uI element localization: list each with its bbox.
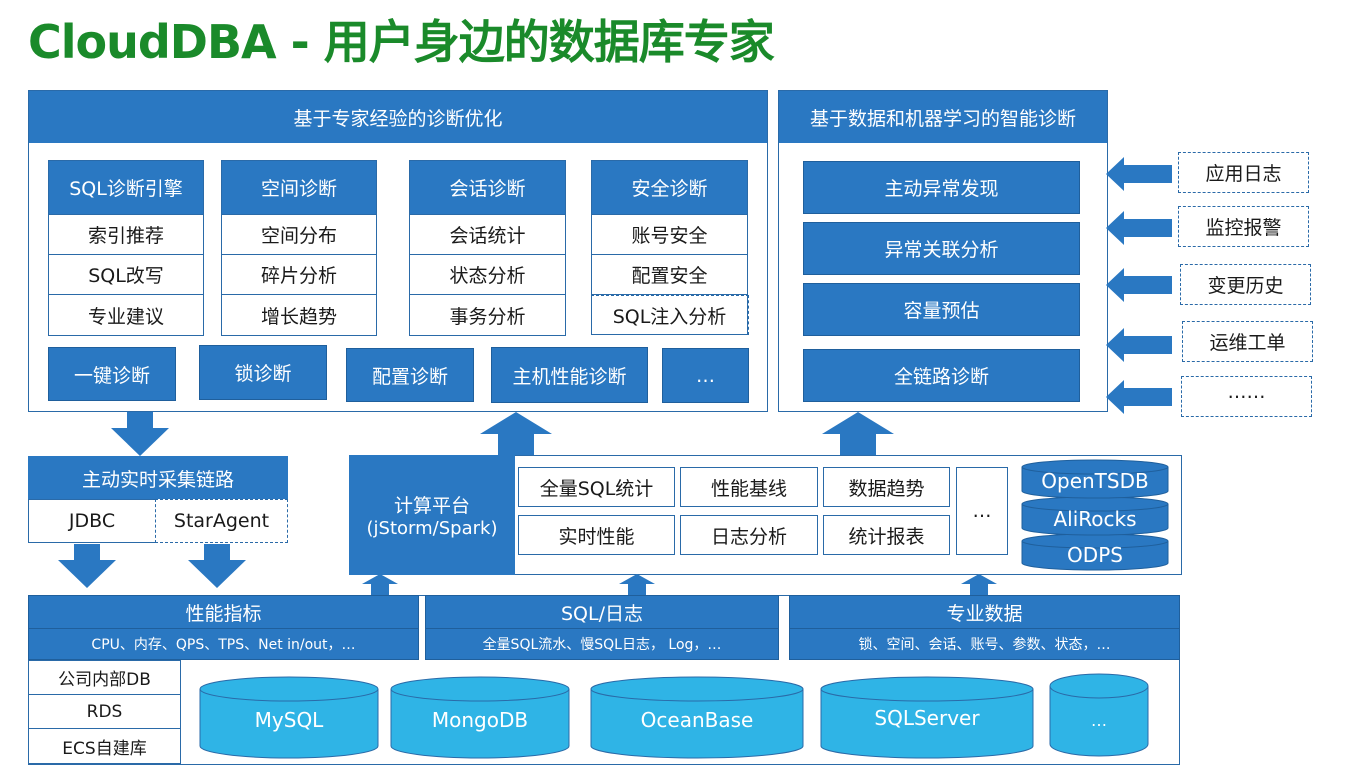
ml-item-anomaly-correlation[interactable]: 异常关联分析	[803, 222, 1080, 275]
diag-item[interactable]: 配置安全	[592, 255, 747, 295]
input-source-change-history[interactable]: 变更历史	[1180, 264, 1311, 305]
arrow-down-icon	[58, 544, 116, 588]
diag-item[interactable]: 增长趋势	[260, 305, 337, 328]
storage-label: OpenTSDB	[1041, 469, 1149, 493]
arrow-left-icon	[1106, 380, 1172, 414]
data-category-subtitle: 锁、空间、会话、账号、参数、状态，…	[858, 637, 1111, 653]
one-click-diagnosis-button[interactable]: 一键诊断	[48, 347, 176, 401]
storage-cylinder-odps-icon	[1021, 533, 1169, 571]
database-cylinder-oceanbase-icon	[590, 676, 804, 759]
compute-item[interactable]: 统计报表	[823, 515, 950, 555]
input-source-more[interactable]: ……	[1181, 376, 1312, 417]
arrow-up-icon	[822, 412, 894, 456]
lock-diagnosis-button[interactable]: 锁诊断	[199, 345, 327, 400]
diag-item[interactable]: 专业建议	[87, 305, 164, 328]
arrow-up-icon	[362, 574, 398, 596]
diag-item[interactable]: SQL改写	[49, 255, 203, 295]
arrow-left-icon	[1106, 268, 1172, 302]
storage-label: ODPS	[1067, 543, 1123, 567]
host-perf-diagnosis-button[interactable]: 主机性能诊断	[491, 347, 648, 403]
data-category-sql-log[interactable]: SQL/日志 全量SQL流水、慢SQL日志， Log，…	[425, 595, 779, 660]
diag-column-title[interactable]: 安全诊断	[592, 161, 747, 215]
database-cylinder-mongodb-icon	[390, 676, 570, 759]
database-label: SQLServer	[874, 706, 980, 730]
storage-label: AliRocks	[1053, 507, 1137, 531]
database-oceanbase[interactable]: OceanBase	[590, 700, 804, 740]
ml-item-full-link-diagnosis[interactable]: 全链路诊断	[803, 349, 1080, 402]
database-mysql[interactable]: MySQL	[199, 700, 379, 740]
database-cylinder-more-icon	[1049, 673, 1149, 757]
config-diagnosis-button[interactable]: 配置诊断	[346, 348, 474, 402]
ml-panel-header: 基于数据和机器学习的智能诊断	[779, 91, 1107, 143]
diag-column-title[interactable]: 会话诊断	[410, 161, 565, 215]
arrow-left-icon	[1106, 328, 1172, 362]
diag-item[interactable]: 空间分布	[222, 215, 376, 255]
diag-item[interactable]: 状态分析	[410, 255, 565, 295]
compute-title-line1: 计算平台	[393, 495, 470, 517]
database-cylinder-mysql-icon	[199, 676, 379, 759]
deployment-rds[interactable]: RDS	[28, 694, 181, 729]
database-more[interactable]: …	[1049, 700, 1149, 740]
database-cylinder-sqlserver-icon	[820, 676, 1034, 759]
collector-jdbc[interactable]: JDBC	[28, 499, 156, 543]
data-category-title: 专业数据	[790, 596, 1179, 629]
arrow-left-icon	[1106, 211, 1172, 245]
storage-cylinder-alirocks-icon	[1021, 496, 1169, 536]
compute-item[interactable]: 性能基线	[680, 467, 818, 507]
diag-column-title[interactable]: 空间诊断	[222, 161, 376, 215]
data-category-performance[interactable]: 性能指标 CPU、内存、QPS、TPS、Net in/out，…	[28, 595, 419, 660]
diag-item[interactable]: 事务分析	[449, 305, 526, 328]
data-category-title: SQL/日志	[426, 596, 778, 629]
database-label: MySQL	[254, 708, 324, 732]
diag-column-title[interactable]: SQL诊断引擎	[49, 161, 203, 215]
deployment-ecs[interactable]: ECS自建库	[28, 728, 181, 764]
compute-item[interactable]: 日志分析	[680, 515, 818, 555]
storage-opentsdb[interactable]: OpenTSDB	[1021, 468, 1169, 494]
ml-item-anomaly-detect[interactable]: 主动异常发现	[803, 161, 1080, 214]
storage-odps[interactable]: ODPS	[1021, 542, 1169, 568]
compute-title-line2: (jStorm/Spark)	[366, 518, 498, 539]
compute-item[interactable]: 实时性能	[518, 515, 675, 555]
collector-title: 主动实时采集链路	[28, 456, 288, 500]
diag-column-security: 安全诊断 账号安全 配置安全 SQL注入分析	[590, 160, 749, 335]
data-category-title: 性能指标	[29, 596, 418, 629]
diag-column-session: 会话诊断 会话统计 状态分析 事务分析	[409, 160, 566, 336]
arrow-down-icon	[111, 412, 169, 456]
storage-alirocks[interactable]: AliRocks	[1021, 506, 1169, 532]
arrow-up-icon	[619, 574, 655, 596]
input-source-monitor-alert[interactable]: 监控报警	[1178, 206, 1309, 247]
arrow-up-icon	[480, 412, 552, 456]
expert-panel-header: 基于专家经验的诊断优化	[29, 91, 767, 143]
arrow-left-icon	[1106, 157, 1172, 191]
database-label: …	[1091, 710, 1107, 730]
compute-platform-title: 计算平台 (jStorm/Spark)	[349, 455, 515, 575]
arrow-up-icon	[961, 574, 997, 596]
database-label: OceanBase	[640, 708, 754, 732]
diag-item[interactable]: 账号安全	[592, 215, 747, 255]
input-source-ops-ticket[interactable]: 运维工单	[1182, 321, 1313, 362]
diag-item[interactable]: 碎片分析	[222, 255, 376, 295]
storage-cylinder-opentsdb-icon	[1021, 459, 1169, 499]
diag-item[interactable]: 会话统计	[410, 215, 565, 255]
database-sqlserver[interactable]: SQLServer	[820, 698, 1034, 738]
collector-staragent[interactable]: StarAgent	[155, 499, 288, 543]
database-label: MongoDB	[431, 708, 529, 732]
data-category-professional[interactable]: 专业数据 锁、空间、会话、账号、参数、状态，…	[789, 595, 1180, 660]
diag-item[interactable]: 索引推荐	[49, 215, 203, 255]
data-category-subtitle: CPU、内存、QPS、TPS、Net in/out，…	[91, 637, 356, 653]
input-source-app-log[interactable]: 应用日志	[1178, 152, 1309, 193]
compute-item[interactable]: 全量SQL统计	[518, 467, 675, 507]
diag-item[interactable]: SQL注入分析	[590, 295, 749, 335]
page-title: CloudDBA - 用户身边的数据库专家	[28, 15, 775, 69]
diag-column-space: 空间诊断 空间分布 碎片分析 增长趋势	[221, 160, 377, 336]
compute-item[interactable]: 数据趋势	[823, 467, 950, 507]
data-category-subtitle: 全量SQL流水、慢SQL日志， Log，…	[482, 637, 722, 653]
ml-item-capacity-forecast[interactable]: 容量预估	[803, 283, 1080, 336]
compute-item-more[interactable]: …	[956, 467, 1008, 555]
diag-column-sql: SQL诊断引擎 索引推荐 SQL改写 专业建议	[48, 160, 204, 336]
arrow-down-icon	[188, 544, 246, 588]
more-diagnosis-button[interactable]: …	[662, 348, 749, 403]
database-mongodb[interactable]: MongoDB	[390, 700, 570, 740]
deployment-internal-db[interactable]: 公司内部DB	[28, 660, 181, 695]
